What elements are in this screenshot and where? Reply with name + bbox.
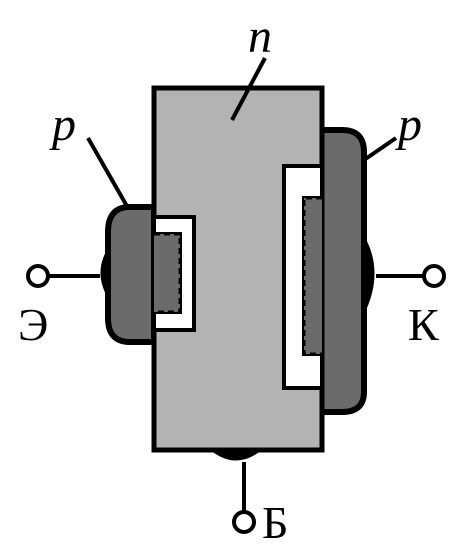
base-terminal-dot bbox=[232, 510, 256, 534]
collector-p-body bbox=[317, 127, 367, 415]
collector-terminal-dot bbox=[422, 264, 446, 288]
emitter-terminal-label: Э bbox=[18, 299, 48, 350]
emitter-junction bbox=[152, 215, 196, 332]
emitter-terminal-dot bbox=[26, 264, 50, 288]
collector-junction bbox=[282, 164, 324, 390]
collector-p-label: p bbox=[395, 98, 422, 151]
n-leader-line bbox=[230, 57, 267, 121]
emitter-p-region bbox=[100, 204, 157, 345]
collector-terminal-label: К bbox=[408, 299, 439, 350]
n-region-label: n bbox=[248, 10, 272, 63]
collector-p-region bbox=[317, 127, 375, 415]
base-terminal-label: Б bbox=[262, 497, 288, 545]
collector-p-leader-line bbox=[362, 136, 398, 162]
emitter-p-leader-line bbox=[86, 137, 130, 209]
emitter-p-body bbox=[105, 204, 157, 345]
emitter-p-label: p bbox=[49, 98, 76, 151]
